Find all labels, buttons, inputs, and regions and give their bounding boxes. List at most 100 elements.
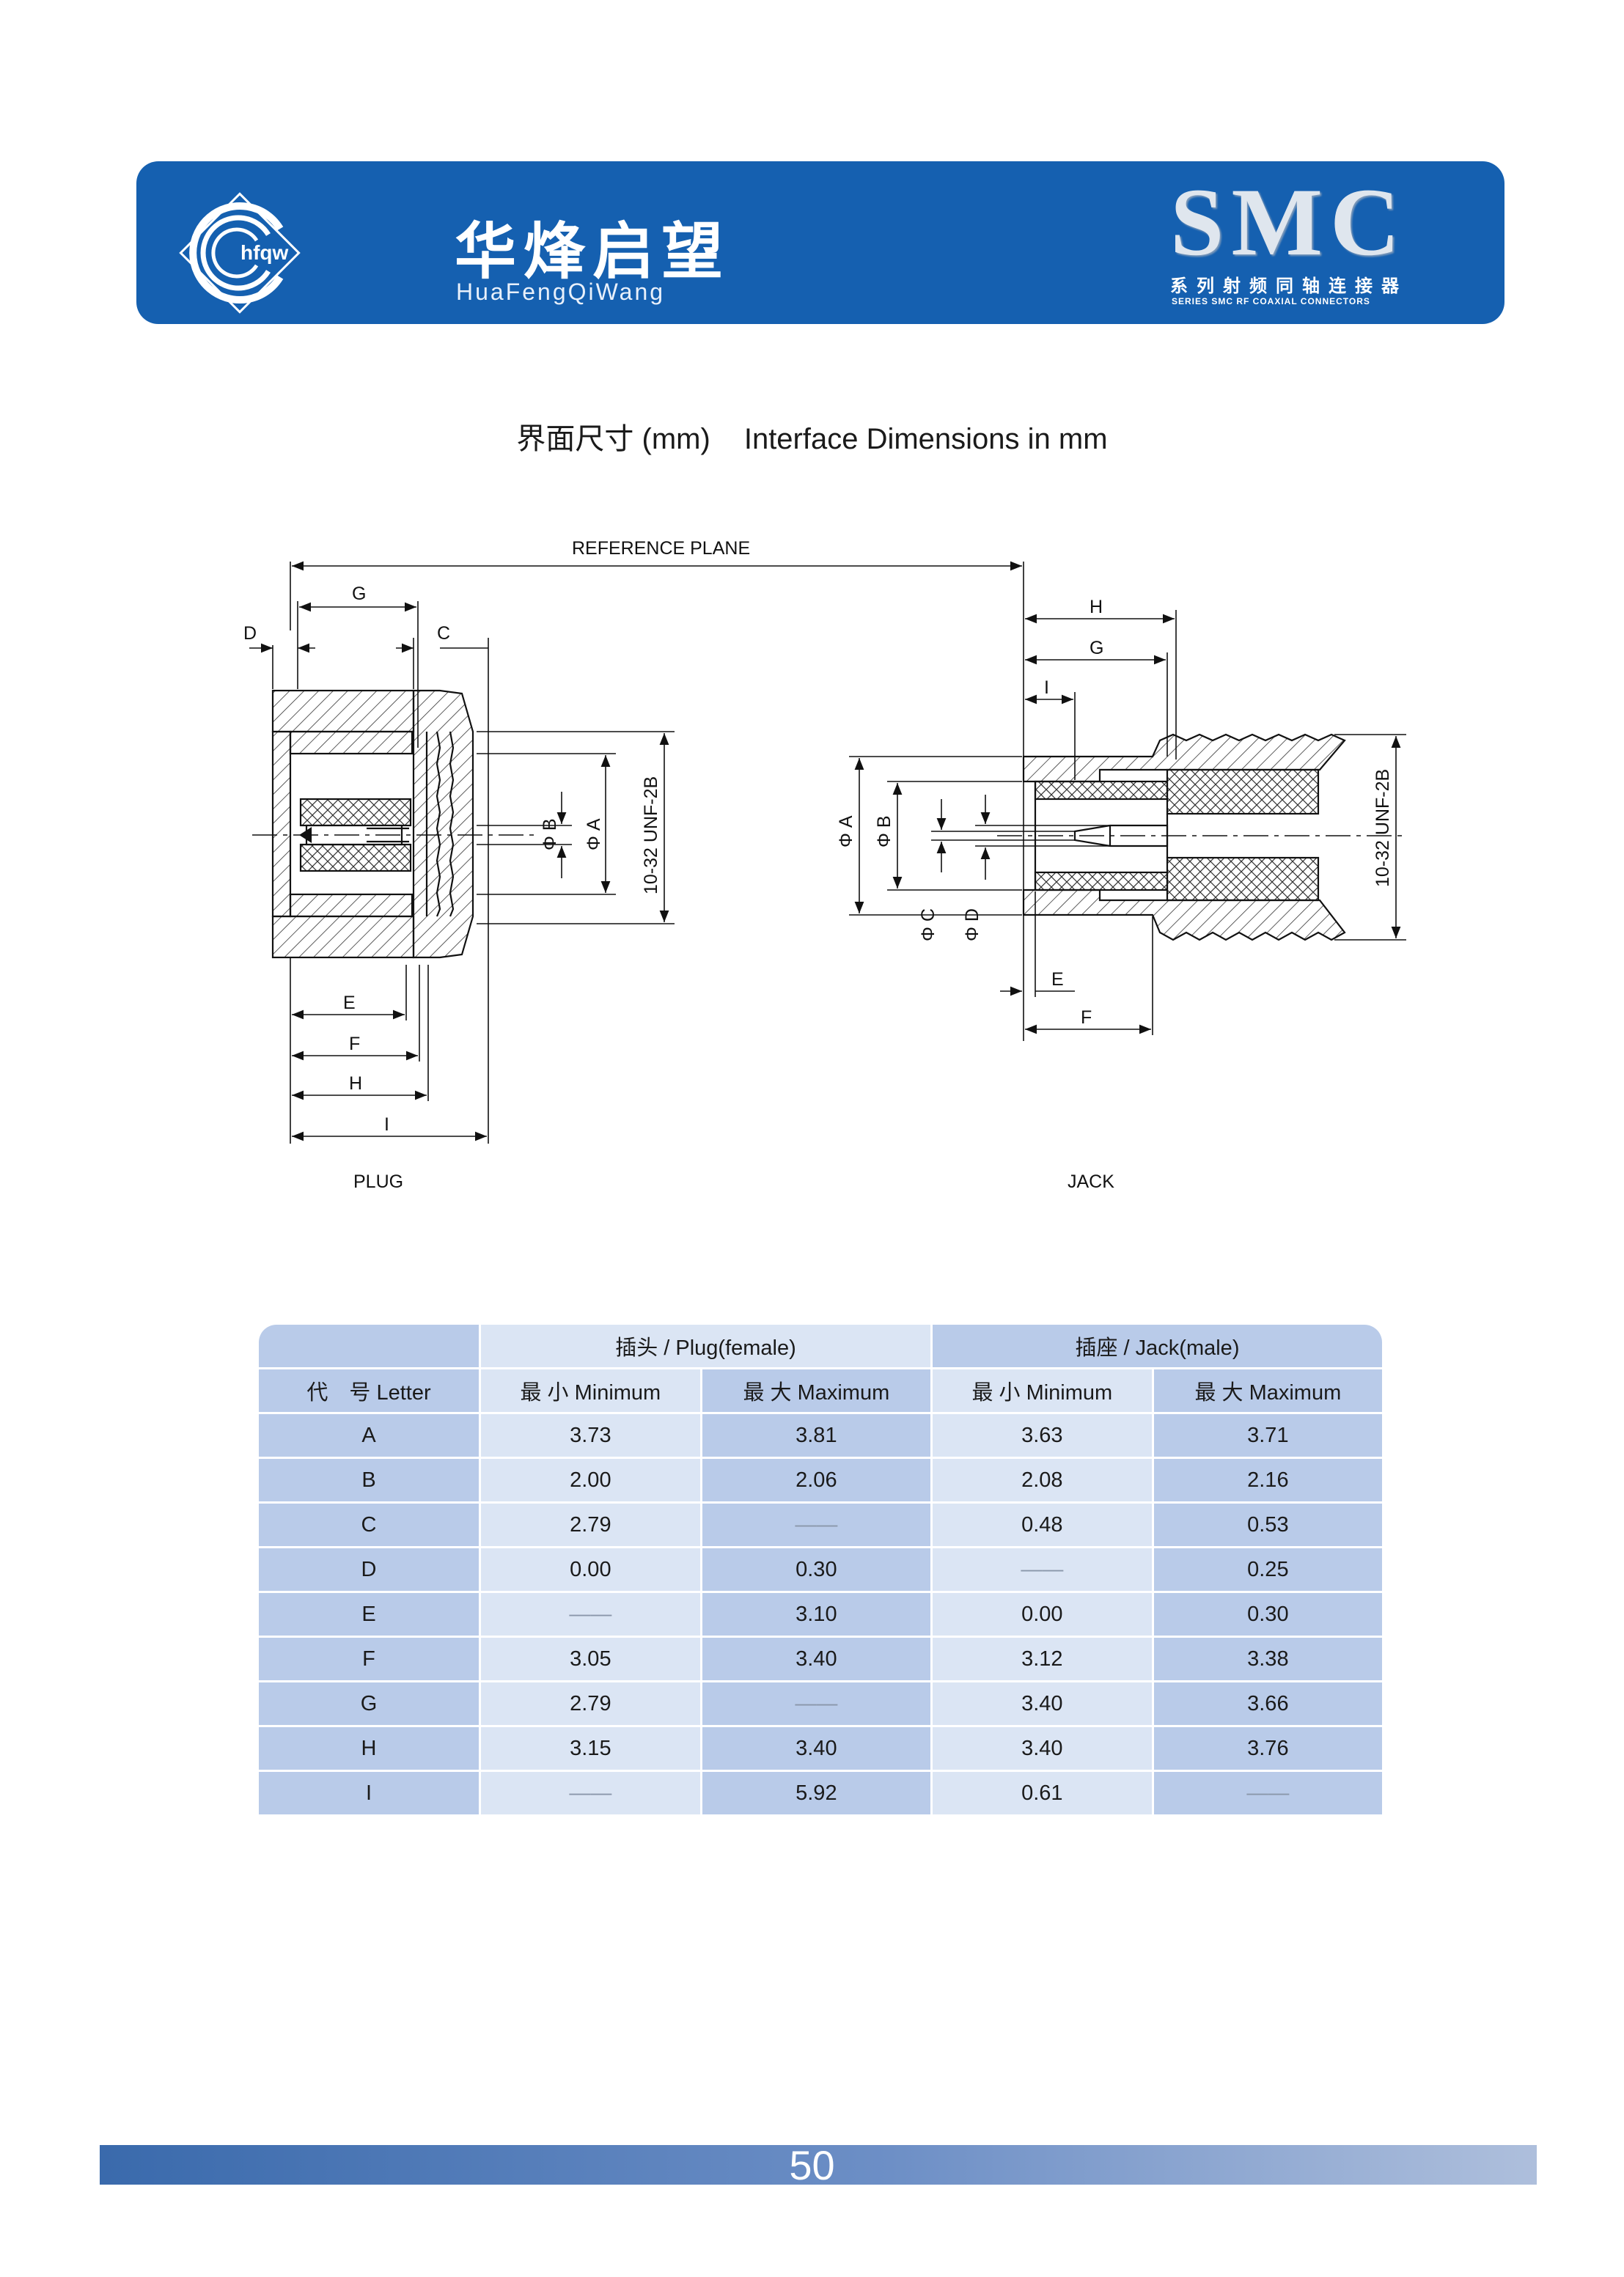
- series-title: SMC: [1170, 168, 1408, 276]
- jack-max-cell: 3.71: [1153, 1414, 1382, 1457]
- header-banner: [136, 161, 1504, 324]
- page-number: 50: [789, 2142, 835, 2188]
- jack-max-cell: 3.76: [1153, 1727, 1382, 1770]
- reference-plane-label: REFERENCE PLANE: [572, 538, 750, 559]
- row-letter-cell: D: [259, 1548, 479, 1591]
- footer-bar: [100, 2145, 1537, 2185]
- plug-min-cell: ——: [481, 1772, 700, 1814]
- jack-max-cell: 2.16: [1153, 1459, 1382, 1501]
- jack-min-cell: ——: [932, 1548, 1152, 1591]
- jack-label-f: F: [1081, 1007, 1092, 1028]
- plug-max-cell: ——: [702, 1682, 930, 1725]
- jack-min-cell: 0.00: [932, 1593, 1152, 1636]
- table-corner-cell: [259, 1325, 479, 1367]
- jack-drawing: [997, 733, 1408, 941]
- plug-group-header: 插头 / Plug(female): [481, 1325, 930, 1367]
- plug-max-cell: 3.40: [702, 1638, 930, 1680]
- page-title-cn: 界面尺寸 (mm): [516, 423, 710, 455]
- jack-label-phi-a: Φ A: [836, 815, 856, 847]
- plug-label-phi-a: Φ A: [584, 818, 604, 850]
- plug-min-cell: 2.79: [481, 1504, 700, 1546]
- jack-min-cell: 3.40: [932, 1682, 1152, 1725]
- jack-max-cell: 0.30: [1153, 1593, 1382, 1636]
- letter-column-header: 代 号 Letter: [259, 1369, 479, 1412]
- jack-max-cell: 0.25: [1153, 1548, 1382, 1591]
- jack-label-e: E: [1051, 969, 1064, 990]
- plug-max-cell: 3.81: [702, 1414, 930, 1457]
- row-letter-cell: E: [259, 1593, 479, 1636]
- jack-max-cell: 3.38: [1153, 1638, 1382, 1680]
- jack-max-cell: 0.53: [1153, 1504, 1382, 1546]
- row-letter-cell: A: [259, 1414, 479, 1457]
- jack-group-header: 插座 / Jack(male): [932, 1325, 1382, 1367]
- plug-label-e: E: [343, 993, 356, 1013]
- jack-caption: JACK: [1068, 1171, 1114, 1192]
- row-letter-cell: G: [259, 1682, 479, 1725]
- row-letter-cell: I: [259, 1772, 479, 1814]
- jack-label-phi-b: Φ B: [874, 815, 894, 847]
- plug-caption: PLUG: [353, 1171, 403, 1192]
- plug-max-cell: 3.40: [702, 1727, 930, 1770]
- jack-min-header: 最 小 Minimum: [932, 1369, 1152, 1412]
- jack-max-header: 最 大 Maximum: [1153, 1369, 1382, 1412]
- brand-name-cn: 华烽启望: [455, 216, 731, 287]
- dimensions-table: 插头 / Plug(female) 插座 / Jack(male) 代 号 Le…: [257, 1323, 1384, 1817]
- interface-drawing: REFERENCE PLANE G D C Φ B Φ A 10-32 UNF-…: [243, 538, 1408, 1192]
- plug-max-cell: 0.30: [702, 1548, 930, 1591]
- plug-label-c: C: [437, 623, 450, 644]
- row-letter-cell: B: [259, 1459, 479, 1501]
- page-title-en: Interface Dimensions in mm: [743, 423, 1108, 455]
- plug-label-f: F: [349, 1034, 360, 1054]
- series-subtitle-cn: 系列射频同轴连接器: [1170, 276, 1408, 296]
- jack-dimensions: [849, 562, 1406, 1041]
- jack-label-i: I: [1044, 677, 1049, 698]
- page-title: 界面尺寸 (mm) Interface Dimensions in mm: [0, 415, 1624, 457]
- table-subheader-row: 代 号 Letter 最 小 Minimum 最 大 Maximum 最 小 M…: [259, 1369, 1382, 1412]
- plug-min-cell: 0.00: [481, 1548, 700, 1591]
- plug-min-cell: 2.00: [481, 1459, 700, 1501]
- row-letter-cell: H: [259, 1727, 479, 1770]
- jack-min-cell: 2.08: [932, 1459, 1152, 1501]
- jack-min-cell: 3.63: [932, 1414, 1152, 1457]
- plug-max-cell: 3.10: [702, 1593, 930, 1636]
- jack-min-cell: 0.61: [932, 1772, 1152, 1814]
- jack-min-cell: 0.48: [932, 1504, 1152, 1546]
- brand-name-en: HuaFengQiWang: [456, 279, 666, 305]
- plug-max-header: 最 大 Maximum: [702, 1369, 930, 1412]
- logo-text: hfqw: [240, 241, 289, 264]
- table-header-row: 插头 / Plug(female) 插座 / Jack(male): [259, 1325, 1382, 1367]
- plug-min-cell: 3.15: [481, 1727, 700, 1770]
- plug-label-g: G: [352, 584, 366, 604]
- jack-label-phi-d: Φ D: [962, 908, 982, 941]
- row-letter-cell: F: [259, 1638, 479, 1680]
- plug-label-phi-b: Φ B: [540, 818, 560, 850]
- plug-label-d: D: [243, 623, 257, 644]
- plug-label-thread: 10-32 UNF-2B: [641, 776, 661, 894]
- company-logo-icon: hfqw: [179, 192, 301, 314]
- jack-label-g: G: [1090, 638, 1103, 658]
- row-letter-cell: C: [259, 1504, 479, 1546]
- series-subtitle-en: SERIES SMC RF COAXIAL CONNECTORS: [1172, 296, 1370, 306]
- plug-max-cell: 5.92: [702, 1772, 930, 1814]
- jack-label-thread: 10-32 UNF-2B: [1373, 769, 1393, 887]
- plug-min-cell: 3.05: [481, 1638, 700, 1680]
- plug-max-cell: 2.06: [702, 1459, 930, 1501]
- plug-min-cell: 2.79: [481, 1682, 700, 1725]
- plug-drawing: [252, 689, 535, 959]
- jack-min-cell: 3.40: [932, 1727, 1152, 1770]
- plug-dimensions: [249, 561, 1022, 1144]
- jack-max-cell: ——: [1153, 1772, 1382, 1814]
- plug-min-cell: ——: [481, 1593, 700, 1636]
- plug-min-header: 最 小 Minimum: [481, 1369, 700, 1412]
- plug-label-h: H: [349, 1073, 362, 1094]
- plug-min-cell: 3.73: [481, 1414, 700, 1457]
